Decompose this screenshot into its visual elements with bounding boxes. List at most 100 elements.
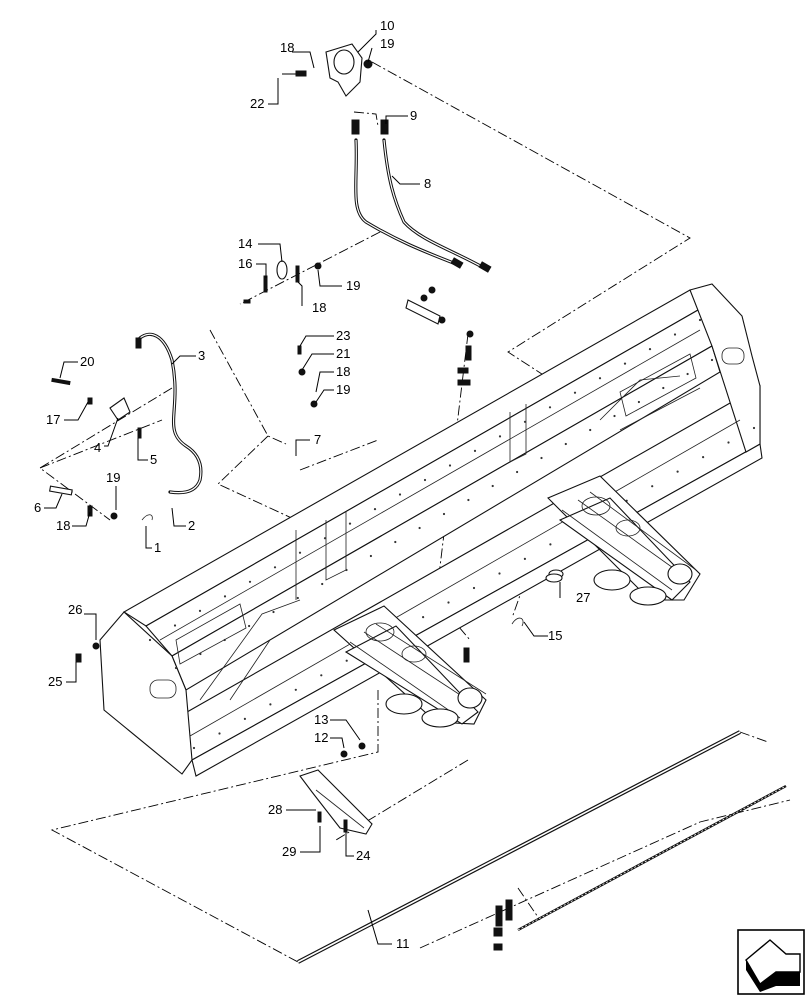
callout-11: 11 (396, 936, 410, 951)
callout-29: 29 (282, 844, 296, 859)
rivet-dot (648, 348, 652, 351)
callout-26: 26 (68, 602, 82, 617)
rivet-dot (548, 406, 552, 409)
rivet-dot (394, 540, 397, 544)
rivet-dot (320, 674, 323, 677)
callout-18: 18 (280, 40, 294, 55)
callout-20: 20 (80, 354, 94, 369)
knife-drive-right (547, 475, 701, 606)
rivet-dot (373, 508, 377, 511)
callout-17: 17 (46, 412, 60, 427)
rivet-dot (294, 688, 297, 691)
callout-13: 13 (314, 712, 328, 727)
rivet-dot (673, 333, 677, 336)
callout-15: 15 (548, 628, 562, 643)
rivet-dot (498, 572, 501, 575)
rivet-dot (698, 318, 702, 322)
callout-16: 16 (238, 256, 252, 271)
rivet-dot (248, 580, 252, 583)
rivet-dot (752, 426, 756, 430)
callout-21: 21 (336, 346, 350, 361)
rivet-dot (223, 595, 227, 598)
rivet-dot (398, 493, 402, 496)
callout-27: 27 (576, 590, 590, 605)
callout-25: 25 (48, 674, 62, 689)
rivet-dot (523, 420, 527, 423)
rivet-dot (473, 449, 477, 452)
rivet-dot (192, 746, 196, 750)
callout-12: 12 (314, 730, 328, 745)
phantom-outlines (39, 61, 791, 963)
rivet-dot (613, 414, 616, 418)
rivet-dot (248, 624, 251, 628)
callout-22: 22 (250, 96, 264, 111)
callout-2: 2 (188, 518, 195, 533)
rivet-dot (223, 638, 226, 642)
callout-18: 18 (56, 518, 70, 533)
navigation-arrow-icon[interactable] (737, 929, 805, 995)
callout-6: 6 (34, 500, 41, 515)
knife-drive-left (333, 605, 487, 728)
rivet-dot (198, 609, 202, 613)
rivet-dot (589, 428, 592, 432)
rivet-dot (418, 526, 421, 530)
valve-bracket (282, 43, 373, 97)
rivet-dot (447, 601, 450, 604)
rivet-dot (710, 358, 714, 362)
callout-18: 18 (312, 300, 326, 315)
rivet-dot (523, 557, 527, 561)
skid-shoe (299, 742, 373, 835)
wire-harness (135, 332, 203, 495)
rivet-dot (623, 362, 627, 365)
rivet-dot (637, 400, 641, 404)
rivet-dot (298, 551, 302, 554)
rivet-dot (148, 638, 152, 642)
rivet-dot (422, 616, 425, 619)
rivet-dot (727, 441, 730, 444)
left-small-parts (49, 377, 153, 521)
hose-clamp (243, 260, 446, 325)
callout-14: 14 (238, 236, 252, 251)
callout-1: 1 (154, 540, 161, 555)
cutter-bar (297, 730, 787, 964)
callout-3: 3 (198, 348, 205, 363)
callout-28: 28 (268, 802, 282, 817)
hose-fitting (380, 119, 389, 135)
rivet-dot (173, 624, 177, 627)
callout-8: 8 (424, 176, 431, 191)
rivet-dot (218, 732, 221, 735)
rivet-dot (199, 652, 202, 656)
rivet-dot (345, 568, 348, 572)
rivet-dot (345, 659, 348, 662)
rivet-dot (442, 512, 446, 516)
callout-23: 23 (336, 328, 350, 343)
callout-19: 19 (380, 36, 394, 51)
rivet-dot (321, 582, 324, 586)
rivet-dot (348, 522, 352, 525)
rivet-dot (540, 456, 543, 460)
callout-4: 4 (94, 440, 101, 455)
callout-10: 10 (380, 18, 394, 33)
rivet-dot (272, 610, 275, 614)
callout-24: 24 (356, 848, 370, 863)
rivet-dot (323, 537, 327, 540)
leader-lines (44, 30, 561, 945)
callout-19: 19 (106, 470, 120, 485)
rivet-dot (467, 498, 470, 502)
rivet-dot (516, 470, 519, 474)
hydraulic-hoses (351, 119, 492, 273)
callout-19: 19 (336, 382, 350, 397)
rivet-dot (243, 717, 246, 721)
rivet-dot (662, 386, 665, 390)
rivet-dot (676, 470, 679, 473)
rivet-dot (423, 478, 427, 482)
rivet-dot (549, 543, 552, 546)
hose-fitting (351, 119, 360, 135)
rivet-dot (498, 435, 502, 438)
rivet-dot (598, 377, 602, 380)
rivet-dot (564, 442, 567, 446)
rivet-dot (369, 554, 372, 558)
rivet-dot (651, 485, 654, 488)
rivet-dot (491, 484, 494, 488)
